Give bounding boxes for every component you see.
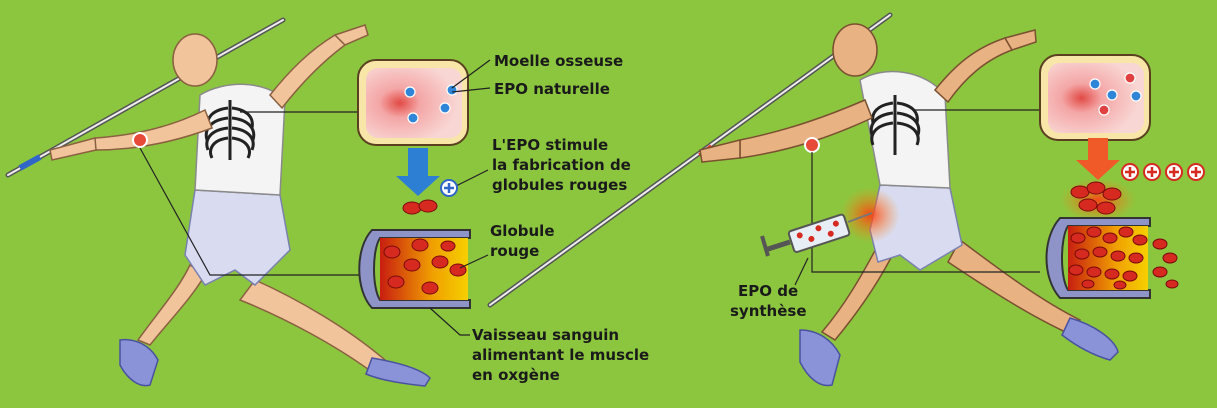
plus-sign-icon bbox=[1122, 164, 1204, 180]
left-head bbox=[173, 34, 217, 86]
right-blood-vessel bbox=[1047, 218, 1179, 298]
left-blood-vessel bbox=[359, 230, 470, 308]
label-marrow: Moelle osseuse bbox=[494, 52, 623, 71]
left-back-shoe bbox=[366, 358, 430, 386]
label-synthetic-2: synthèse bbox=[730, 302, 807, 321]
right-back-shoe bbox=[1062, 318, 1118, 360]
synthetic-epo-molecule bbox=[1125, 73, 1135, 83]
natural-epo-molecule bbox=[405, 87, 415, 97]
label-synthetic-1: EPO de bbox=[738, 282, 798, 301]
orange-arrow bbox=[1076, 138, 1120, 180]
natural-epo-molecule bbox=[408, 113, 418, 123]
natural-epo-molecule bbox=[440, 103, 450, 113]
plus-sign-icon bbox=[441, 180, 457, 196]
label-vessel-1: Vaisseau sanguin bbox=[472, 326, 619, 345]
right-head bbox=[833, 24, 877, 76]
label-stimulation-3: globules rouges bbox=[492, 176, 627, 195]
left-bone-marrow bbox=[358, 60, 468, 145]
natural-epo-molecule bbox=[447, 85, 457, 95]
synthetic-epo-molecule bbox=[1099, 105, 1109, 115]
label-vessel-3: en oxgène bbox=[472, 366, 560, 385]
left-arm-vessel-marker bbox=[133, 133, 147, 147]
label-red-cell-2: rouge bbox=[490, 242, 539, 261]
label-stimulation-2: la fabrication de bbox=[492, 156, 631, 175]
left-shorts bbox=[185, 190, 290, 285]
label-vessel-2: alimentant le muscle bbox=[472, 346, 649, 365]
label-natural-epo: EPO naturelle bbox=[494, 80, 610, 99]
left-front-shoe bbox=[120, 340, 158, 386]
right-arm-vessel-marker bbox=[805, 138, 819, 152]
label-red-cell-1: Globule bbox=[490, 222, 555, 241]
new-red-blood-cells bbox=[403, 200, 437, 214]
right-bone-marrow bbox=[1040, 55, 1150, 140]
blue-arrow bbox=[396, 148, 440, 196]
label-stimulation-1: L'EPO stimule bbox=[492, 136, 608, 155]
